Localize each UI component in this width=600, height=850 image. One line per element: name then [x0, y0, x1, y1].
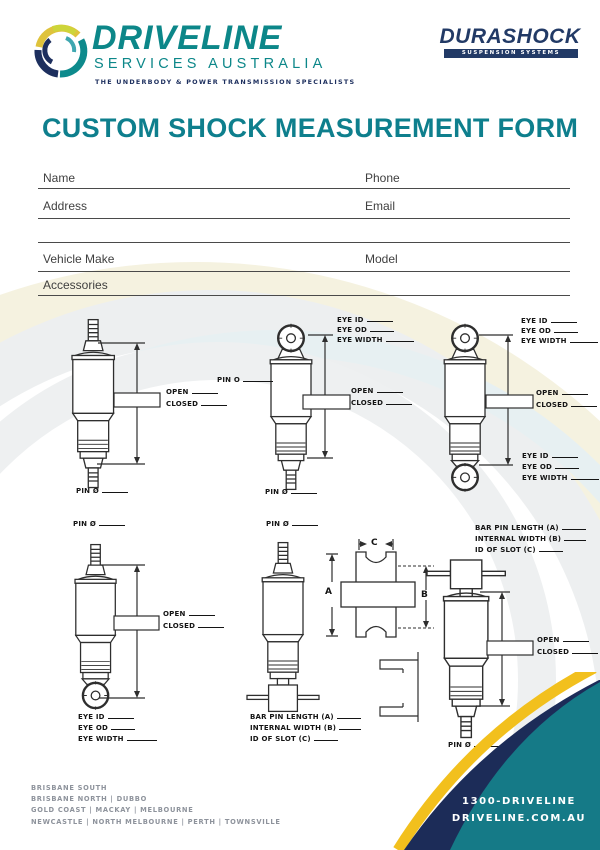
diagram-barpin-pin: BAR PIN LENGTH (A) INTERNAL WIDTH (B) ID…	[418, 506, 600, 761]
label-pin-diameter: PIN Ø	[73, 520, 125, 529]
name-label: Name	[43, 171, 76, 185]
label-id-of-slot: ID OF SLOT (C)	[475, 546, 563, 555]
footer-phone: 1300-DRIVELINE	[462, 796, 576, 807]
diagram-pin-eye-drawing	[40, 510, 160, 760]
label-eye-od: EYE OD	[521, 327, 579, 336]
footer-location-line: NEWCASTLE | NORTH MELBOURNE | PERTH | TO…	[31, 817, 281, 826]
label-dim-b: B	[420, 590, 429, 600]
footer-contact: 1300-DRIVELINE DRIVELINE.COM.AU	[440, 793, 598, 827]
email-label: Email	[365, 199, 396, 213]
label-eye-od-bottom: EYE OD	[522, 463, 580, 472]
durashock-subtitle: SUSPENSION SYSTEMS	[444, 49, 578, 58]
label-bar-pin-length: BAR PIN LENGTH (A)	[475, 524, 586, 533]
diagram-eye-pin-drawing	[215, 310, 351, 510]
vehicle-make-label: Vehicle Make	[43, 252, 115, 266]
footer-location-line: GOLD COAST | MACKAY | MELBOURNE	[31, 806, 194, 815]
diagram-pin-barpin: PIN Ø A C B BAR PIN LENGTH (A) INTERNAL …	[240, 510, 445, 760]
label-open: OPEN	[166, 388, 218, 397]
diagram-eye-eye-drawing	[415, 308, 534, 510]
label-internal-width: INTERNAL WIDTH (B)	[250, 724, 362, 733]
page-title: CUSTOM SHOCK MEASUREMENT FORM	[42, 113, 579, 143]
label-closed: CLOSED	[536, 401, 598, 410]
label-eye-id: EYE ID	[521, 317, 577, 326]
address-second-write-line	[38, 242, 570, 243]
footer-location-line: BRISBANE NORTH | DUBBO	[31, 795, 147, 804]
label-pin-diameter: PIN Ø	[76, 487, 128, 496]
label-eye-od: EYE OD	[337, 326, 395, 335]
label-closed: CLOSED	[351, 399, 413, 408]
address-label: Address	[43, 199, 88, 213]
diagram-pin-barpin-drawing	[240, 539, 434, 722]
label-closed: CLOSED	[163, 622, 225, 631]
brand-tagline: THE UNDERBODY & POWER TRANSMISSION SPECI…	[95, 78, 356, 86]
name-phone-write-line	[38, 188, 570, 189]
brand-subtitle: SERVICES AUSTRALIA	[94, 56, 327, 72]
footer-swoosh-graphic	[393, 672, 600, 850]
driveline-swirl-logo-icon	[34, 24, 88, 78]
label-eye-width-bottom: EYE WIDTH	[522, 474, 599, 483]
diagram-eye-eye: EYE ID EYE OD EYE WIDTH OPEN CLOSED EYE …	[415, 308, 600, 510]
label-closed: CLOSED	[537, 648, 599, 657]
label-eye-id: EYE ID	[337, 316, 393, 325]
label-open: OPEN	[351, 387, 403, 396]
label-eye-id-bottom: EYE ID	[522, 452, 578, 461]
address-email-write-line	[38, 218, 570, 219]
diagram-pin-pin: OPEN CLOSED PIN Ø	[40, 315, 230, 507]
diagram-barpin-pin-drawing	[418, 506, 534, 761]
footer-location-line: BRISBANE SOUTH	[31, 784, 108, 792]
label-id-of-slot: ID OF SLOT (C)	[250, 735, 338, 744]
footer-locations: BRISBANE SOUTH BRISBANE NORTH | DUBBO GO…	[31, 783, 281, 828]
bar-pin-detail	[326, 539, 434, 638]
label-bar-pin-length: BAR PIN LENGTH (A)	[250, 713, 361, 722]
label-dim-a: A	[324, 587, 333, 597]
label-eye-width: EYE WIDTH	[337, 336, 414, 345]
label-open: OPEN	[163, 610, 215, 619]
diagram-pin-eye: PIN Ø OPEN CLOSED EYE ID EYE OD EYE WIDT…	[40, 510, 245, 760]
label-dim-c: C	[370, 538, 379, 548]
slot-detail	[379, 652, 419, 722]
diagram-eye-pin: EYE ID EYE OD EYE WIDTH PIN O OPEN CLOSE…	[215, 310, 420, 510]
label-open: OPEN	[537, 636, 589, 645]
brand-name: DRIVELINE	[92, 19, 283, 57]
label-closed: CLOSED	[166, 400, 228, 409]
phone-label: Phone	[365, 171, 400, 185]
label-open: OPEN	[536, 389, 588, 398]
label-internal-width: INTERNAL WIDTH (B)	[475, 535, 587, 544]
label-eye-id: EYE ID	[78, 713, 134, 722]
accessories-write-line	[38, 295, 570, 296]
diagram-pin-pin-drawing	[40, 315, 161, 507]
label-eye-width: EYE WIDTH	[78, 735, 157, 744]
label-pin-diameter: PIN Ø	[266, 520, 318, 529]
accessories-label: Accessories	[43, 278, 108, 292]
vehicle-model-write-line	[38, 271, 570, 272]
durashock-logo: DURASHOCK SUSPENSION SYSTEMS	[432, 26, 588, 58]
label-pin-diameter: PIN Ø	[265, 488, 317, 497]
label-eye-od: EYE OD	[78, 724, 136, 733]
durashock-name: DURASHOCK	[439, 25, 581, 48]
label-eye-width: EYE WIDTH	[521, 337, 598, 346]
footer-website: DRIVELINE.COM.AU	[451, 813, 587, 824]
label-pin-o: PIN O	[217, 376, 273, 385]
model-label: Model	[365, 252, 398, 266]
